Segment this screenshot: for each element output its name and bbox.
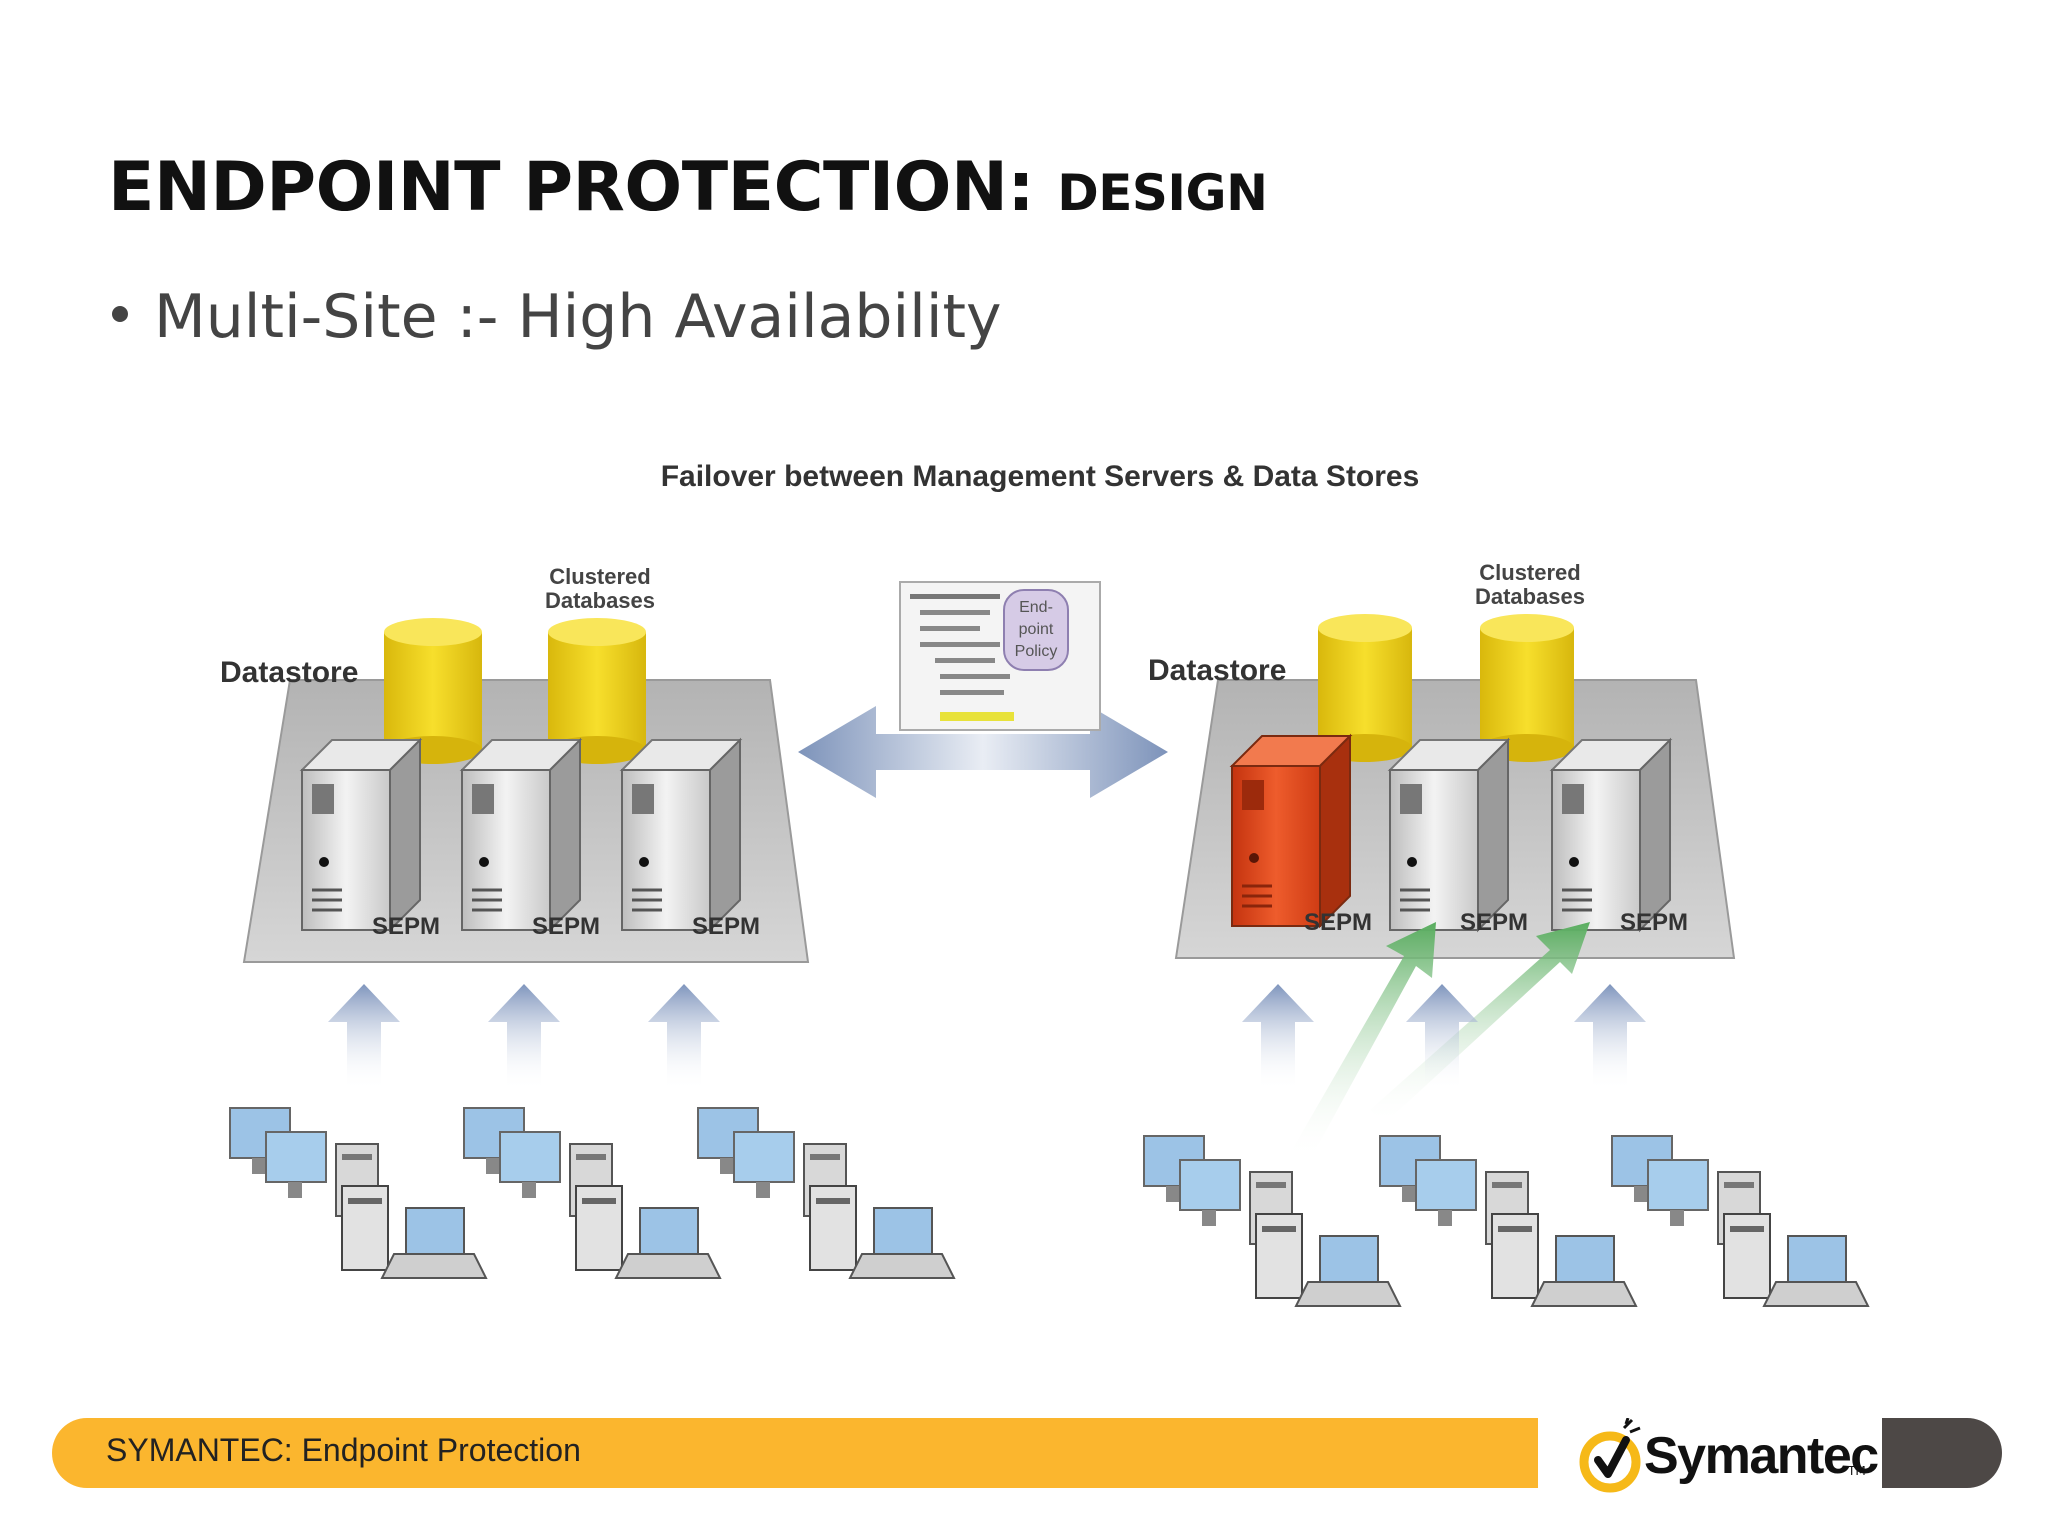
policy-label-1: End- (1019, 599, 1053, 616)
right-databases-label-1: Clustered (1479, 560, 1580, 585)
left-datastore-label: Datastore (220, 656, 358, 689)
client-group (463, 1107, 722, 1279)
left-server-label-3: SEPM (692, 913, 760, 940)
laptop-icon (1294, 1235, 1402, 1307)
client-group (1611, 1135, 1870, 1307)
right-server-label-2: SEPM (1460, 909, 1528, 936)
tower-icon (1491, 1213, 1539, 1299)
right-server-label-3: SEPM (1620, 909, 1688, 936)
logo-text: Symantec (1644, 1427, 1879, 1485)
left-server-label-2: SEPM (532, 913, 600, 940)
up-arrow-icon (1574, 984, 1646, 1090)
laptop-icon (1762, 1235, 1870, 1307)
client-group (697, 1107, 956, 1279)
up-arrow-icon (1242, 984, 1314, 1090)
policy-label-3: Policy (1015, 643, 1058, 660)
right-datastore-label: Datastore (1148, 654, 1286, 687)
corner-tab (1882, 1418, 2002, 1488)
double-arrow-icon (798, 706, 1168, 798)
monitor-icon (733, 1131, 795, 1198)
server-icon (299, 737, 423, 933)
up-arrow-icon (648, 984, 720, 1090)
tower-icon (809, 1185, 857, 1271)
right-databases-label-2: Databases (1475, 584, 1585, 609)
sync-arrow (798, 706, 1168, 798)
failover-arrow-icon (1292, 922, 1436, 1160)
tower-icon (1723, 1213, 1771, 1299)
server-icon (1387, 737, 1511, 933)
up-arrow-icon (1406, 984, 1478, 1090)
server-icon (459, 737, 583, 933)
client-group (1379, 1135, 1638, 1307)
policy-window: End- point Policy (899, 581, 1101, 731)
footer-bar: SYMANTEC: Endpoint Protection (52, 1418, 1538, 1488)
laptop-icon (848, 1207, 956, 1279)
symantec-logo: Symantec TM (1578, 1418, 1879, 1494)
checkmark-logo-icon (1579, 1418, 1641, 1493)
monitor-icon (499, 1131, 561, 1198)
tower-icon (1255, 1213, 1303, 1299)
title-main: ENDPOINT PROTECTION: (108, 148, 1035, 227)
bullet-text: Multi-Site :- High Availability (154, 282, 1002, 352)
slide-title: ENDPOINT PROTECTION: DESIGN (108, 148, 1268, 227)
client-group (229, 1107, 488, 1279)
failover-diagram: Failover between Management Servers & Da… (220, 460, 1870, 1307)
right-server-label-1: SEPM (1304, 909, 1372, 936)
up-arrow-icon (328, 984, 400, 1090)
title-sub: DESIGN (1057, 164, 1268, 222)
bullet-item: Multi-Site :- High Availability (112, 282, 1002, 352)
server-icon (1549, 737, 1673, 933)
policy-label-2: point (1019, 621, 1054, 638)
tower-icon (341, 1185, 389, 1271)
footer-text: SYMANTEC: Endpoint Protection (106, 1432, 581, 1468)
left-server-label-1: SEPM (372, 913, 440, 940)
monitor-icon (265, 1131, 327, 1198)
up-arrow-icon (488, 984, 560, 1090)
laptop-icon (1530, 1235, 1638, 1307)
left-databases-label-1: Clustered (549, 564, 650, 589)
right-site: Datastore Clustered Databases (1148, 560, 1736, 1160)
monitor-icon (1415, 1159, 1477, 1226)
left-databases-label-2: Databases (545, 588, 655, 613)
client-group (1143, 1135, 1402, 1307)
laptop-icon (614, 1207, 722, 1279)
monitor-icon (1647, 1159, 1709, 1226)
bullet-dot (112, 306, 128, 323)
left-site: Datastore Clustered Databases (220, 564, 810, 1090)
logo-trademark: TM (1848, 1464, 1866, 1478)
failed-server-icon (1229, 733, 1353, 929)
tower-icon (575, 1185, 623, 1271)
diagram-caption: Failover between Management Servers & Da… (661, 460, 1420, 493)
laptop-icon (380, 1207, 488, 1279)
server-icon (619, 737, 743, 933)
monitor-icon (1179, 1159, 1241, 1226)
